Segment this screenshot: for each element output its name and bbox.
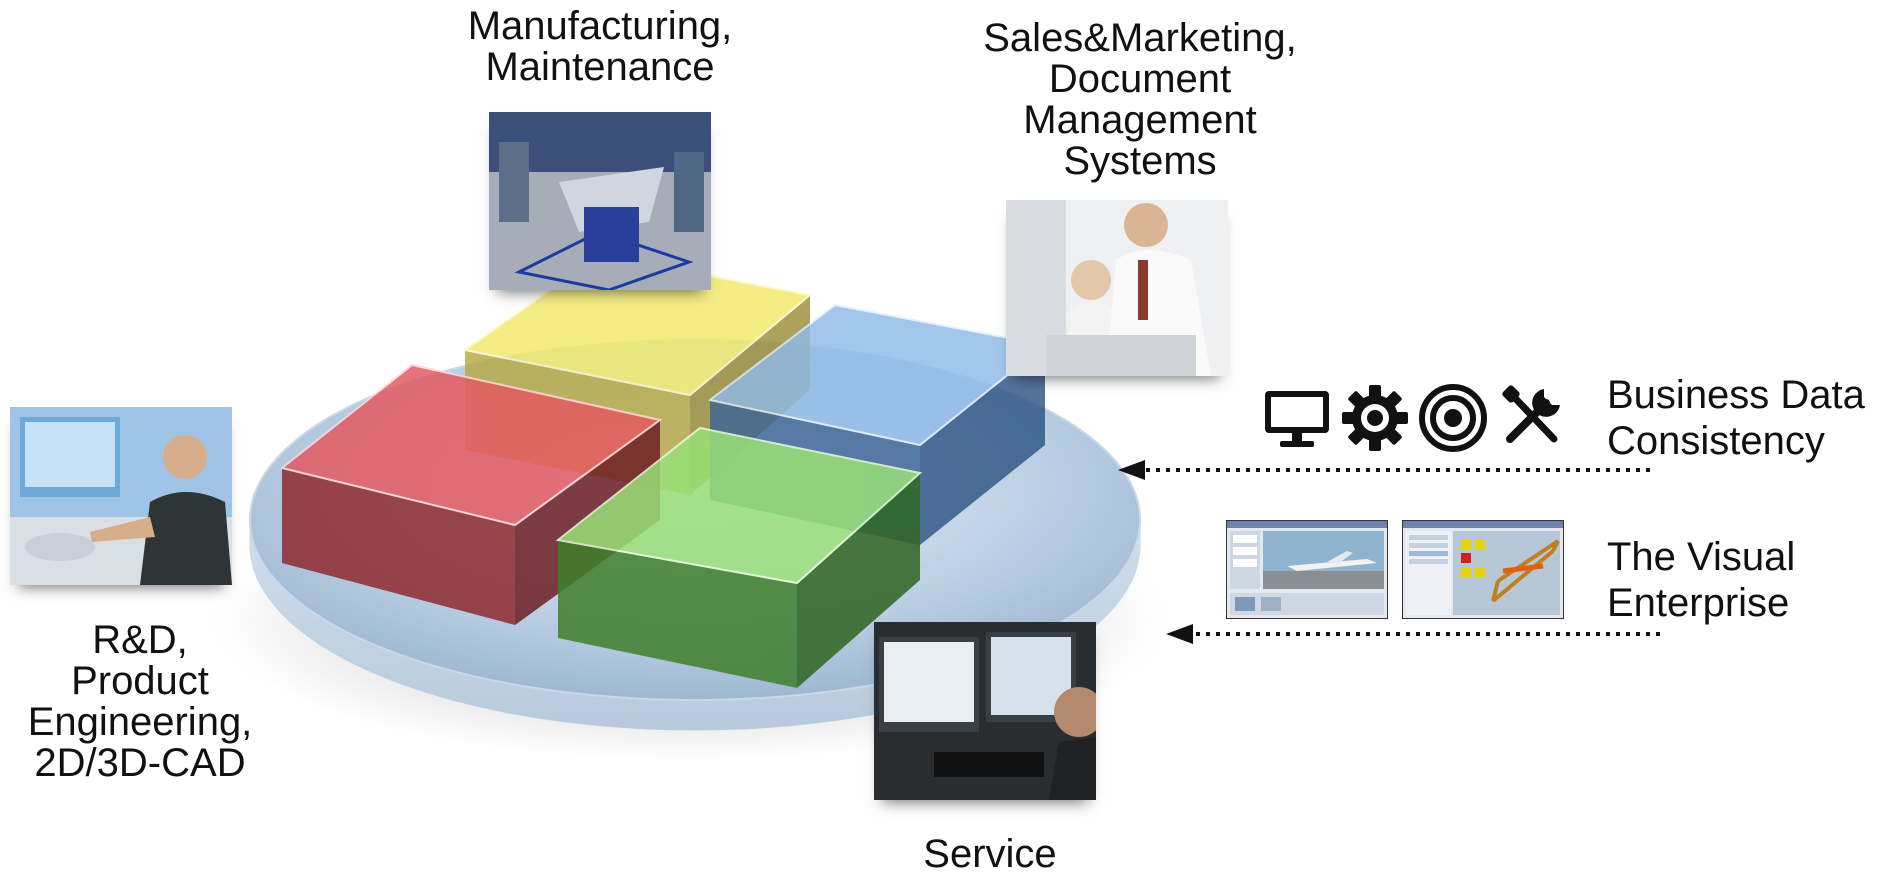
manufacturing-photo <box>489 112 711 290</box>
block-red <box>279 363 663 625</box>
service-photo <box>874 622 1096 800</box>
target-icon <box>1418 383 1488 453</box>
label-service: Service <box>923 832 1057 876</box>
arrow-visual-enterprise <box>1166 624 1660 644</box>
label-business-data: Business Data Consistency <box>1607 373 1865 463</box>
screenshot-structure <box>1402 520 1564 619</box>
label-manufacturing: Manufacturing, Maintenance <box>467 4 733 89</box>
block-green <box>555 426 923 688</box>
screenshot-airplane <box>1226 520 1388 619</box>
label-sales: Sales&Marketing, Document Management Sys… <box>983 16 1297 183</box>
monitor-icon <box>1262 383 1332 453</box>
gear-icon <box>1340 383 1410 453</box>
arrow-business-data <box>1118 460 1650 480</box>
label-rnd: R&D, Product Engineering, 2D/3D-CAD <box>27 618 253 785</box>
icon-row <box>1262 383 1566 453</box>
tools-icon <box>1496 383 1566 453</box>
rnd-photo <box>10 407 232 585</box>
label-visual-enterprise: The Visual Enterprise <box>1607 535 1796 625</box>
sales-photo <box>1006 200 1228 376</box>
